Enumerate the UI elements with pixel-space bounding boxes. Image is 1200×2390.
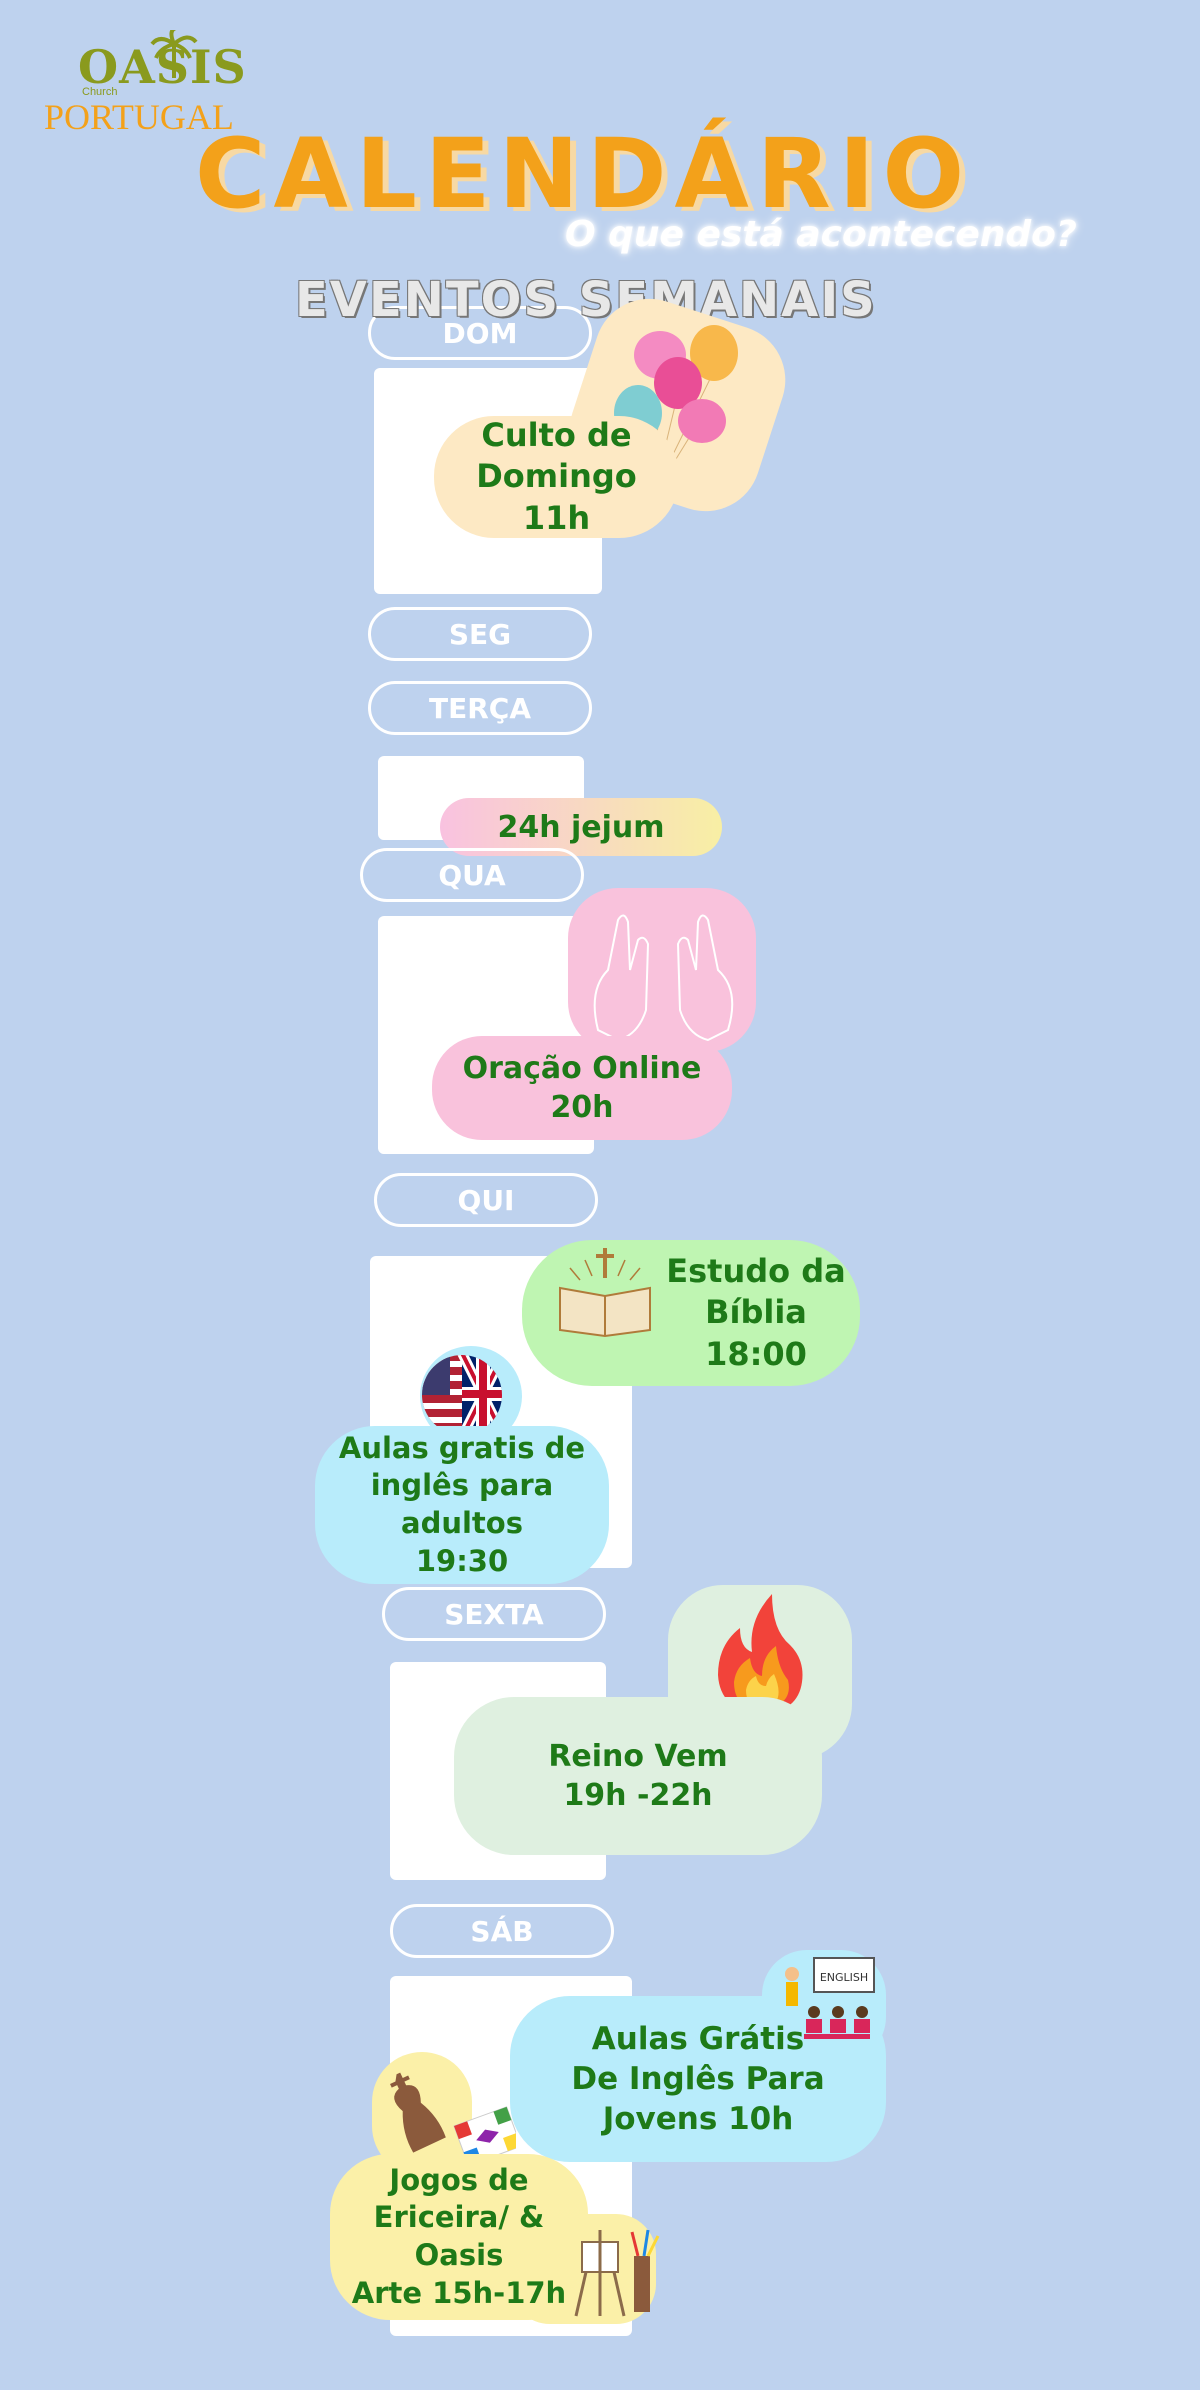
palm-tree-icon: [150, 30, 198, 78]
day-terca: TERÇA: [368, 681, 592, 735]
section-title: EVENTOS SEMANAIS: [295, 272, 877, 328]
day-qui: QUI: [374, 1173, 598, 1227]
english-class-icon: ENGLISH: [785, 1957, 875, 2039]
praying-hands-icon: [593, 914, 734, 1042]
page-subtitle: O que está acontecendo?: [565, 214, 1077, 255]
day-qua: QUA: [360, 848, 584, 902]
event-oracao: Oração Online 20h: [432, 1036, 732, 1140]
event-jejum: 24h jejum: [440, 798, 722, 856]
us-uk-flag-icon: [422, 1355, 502, 1435]
day-sab: SÁB: [390, 1904, 614, 1958]
logo-portugal: PORTUGAL: [44, 97, 234, 137]
page-title: CALENDÁRIO: [195, 118, 973, 230]
oracao-blob: [568, 888, 756, 1052]
bible-icon: [559, 1248, 651, 1338]
easel-icon: [574, 2229, 660, 2317]
chess-board-icon: [390, 2072, 516, 2167]
english-board-text: ENGLISH: [820, 1971, 868, 1984]
day-sexta: SEXTA: [382, 1587, 606, 1641]
logo-church: Church: [82, 86, 118, 98]
day-dom: DOM: [368, 306, 592, 360]
day-seg: SEG: [368, 607, 592, 661]
